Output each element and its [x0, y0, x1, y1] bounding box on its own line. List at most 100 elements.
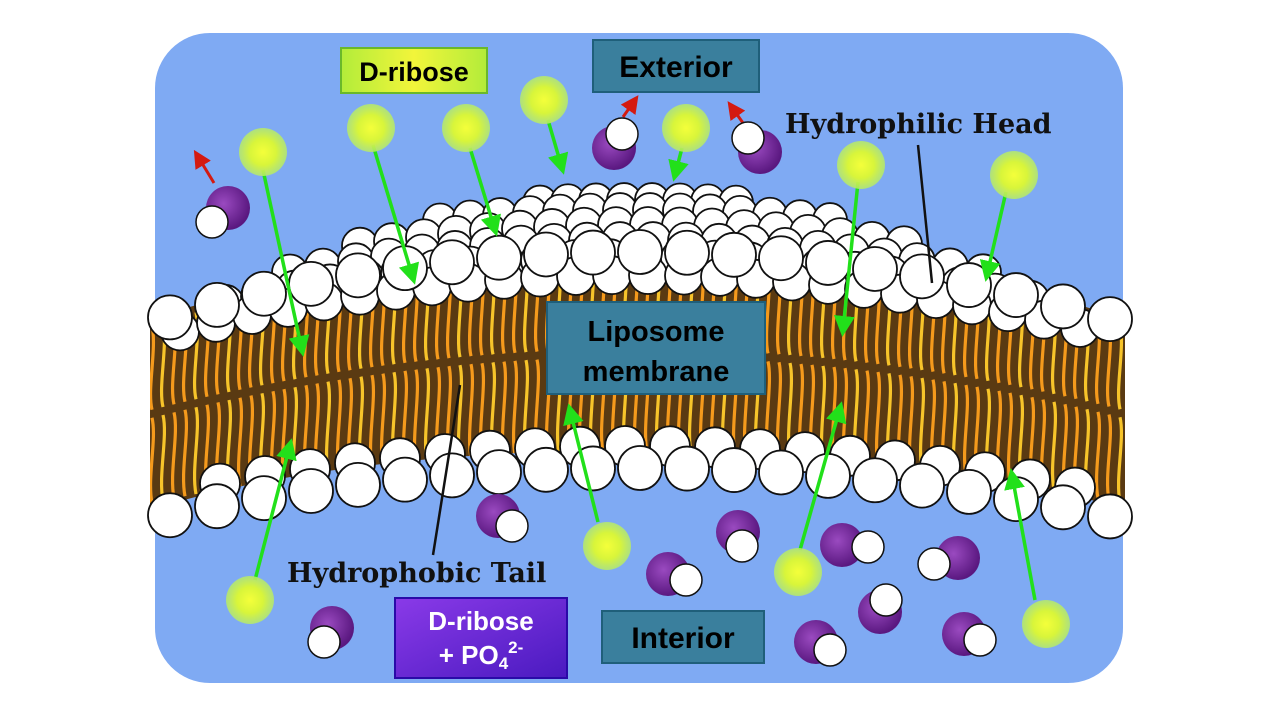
- lipid-head: [1087, 493, 1133, 540]
- lipid-head: [664, 445, 710, 492]
- liposome-label-line1: Liposome: [588, 316, 725, 348]
- green-arrow: [253, 438, 297, 581]
- ribose-sphere-white: [813, 633, 847, 667]
- lipid-head: [476, 234, 522, 281]
- lipid-head: [899, 253, 945, 300]
- green-arrow: [798, 401, 847, 551]
- lipid-head: [711, 447, 757, 493]
- tail-strand: [1094, 411, 1102, 499]
- green-arrow: [1004, 468, 1037, 601]
- ribose-sphere-white: [605, 117, 639, 151]
- tail-strand: [1116, 416, 1124, 503]
- green-arrow: [468, 147, 501, 237]
- hydrophilic-head-label: Hydrophilic Head: [785, 109, 1052, 140]
- lipid-head: [194, 281, 240, 328]
- green-arrow: [261, 169, 310, 357]
- tail-strand: [1050, 401, 1058, 490]
- tail-strand: [150, 417, 156, 504]
- ribose-sphere-white: [725, 529, 759, 563]
- lipid-head: [852, 246, 898, 292]
- d-ribose-sphere: [774, 548, 822, 596]
- lipid-head: [946, 468, 992, 515]
- label-interior: Interior: [601, 610, 765, 664]
- lipid-head: [852, 457, 898, 504]
- d-ribose-sphere: [347, 104, 395, 152]
- hydrophobic-tail-label: Hydrophobic Tail: [287, 558, 546, 589]
- lipid-head: [758, 235, 804, 282]
- d-ribose-sphere: [442, 104, 490, 152]
- tail-strand: [1105, 414, 1113, 501]
- d-ribose-sphere: [239, 128, 287, 176]
- d-ribose-sphere: [1022, 600, 1070, 648]
- liposome-label-line2: membrane: [583, 356, 730, 388]
- d-ribose-label: D-ribose: [359, 57, 469, 87]
- lipid-head: [899, 462, 945, 509]
- lipid-head: [147, 492, 193, 539]
- exterior-label: Exterior: [619, 51, 733, 84]
- green-arrow: [371, 144, 420, 285]
- green-arrow: [979, 191, 1008, 282]
- ribose-sphere-white: [307, 625, 341, 659]
- lipid-head: [946, 262, 992, 308]
- lipid-head: [570, 229, 616, 276]
- ribose-sphere-white: [869, 583, 903, 617]
- lipid-head: [288, 260, 334, 307]
- red-arrow: [727, 101, 746, 124]
- green-arrow: [546, 119, 569, 175]
- lipid-head: [993, 272, 1039, 318]
- ribose-sphere-white: [731, 121, 765, 155]
- label-d-ribose-phosphate: D-ribose + PO42-: [394, 597, 568, 679]
- lipid-head: [523, 231, 569, 278]
- lipid-head: [758, 449, 804, 496]
- lipid-head: [570, 445, 616, 492]
- phosphate-arrows: [193, 95, 746, 184]
- label-d-ribose: D-ribose: [340, 47, 488, 94]
- hydrophilic-heads-inner: [147, 425, 1133, 540]
- tail-strand: [170, 411, 178, 499]
- lipid-head: [805, 453, 851, 499]
- ribose-sphere-white: [669, 563, 703, 597]
- label-liposome-membrane: Liposome membrane: [546, 301, 766, 395]
- hydrophobic-pointer: [431, 384, 462, 556]
- lipid-head: [476, 449, 522, 496]
- lipid-head: [429, 239, 475, 286]
- lipid-head: [382, 456, 428, 503]
- lipid-head: [429, 452, 475, 499]
- d-ribose-phosphate-line2: + PO42-: [439, 638, 524, 673]
- lipid-head: [523, 446, 569, 493]
- d-ribose-sphere: [990, 151, 1038, 199]
- lipid-head: [1040, 484, 1086, 531]
- lipid-head: [805, 240, 851, 286]
- hydrophilic-pointer: [916, 144, 934, 284]
- lipid-head: [288, 468, 334, 514]
- lipid-head: [711, 231, 757, 278]
- ribose-sphere-white: [963, 623, 997, 657]
- lipid-head: [241, 270, 287, 317]
- ribose-sphere-white: [195, 205, 229, 239]
- ribose-sphere-white: [851, 530, 885, 564]
- red-arrow: [620, 95, 639, 118]
- ribose-arrows: [253, 119, 1037, 601]
- lipid-head: [335, 461, 381, 508]
- d-ribose-sphere: [226, 576, 274, 624]
- interior-label: Interior: [631, 622, 735, 655]
- d-ribose-sphere: [662, 104, 710, 152]
- ribose-sphere-white: [917, 547, 951, 581]
- lipid-head: [664, 229, 710, 276]
- lipid-head: [194, 483, 240, 530]
- green-arrow: [668, 147, 689, 182]
- ribose-phosphate-molecules: [195, 117, 997, 667]
- tail-strand: [159, 414, 167, 501]
- red-arrow: [193, 149, 216, 184]
- d-ribose-sphere: [583, 522, 631, 570]
- lipid-head: [147, 294, 193, 341]
- lipid-head: [617, 229, 663, 275]
- green-arrow: [833, 181, 860, 337]
- tail-strand: [181, 409, 189, 497]
- ribose-sphere-white: [495, 509, 529, 543]
- d-ribose-phosphate-line1: D-ribose: [428, 606, 533, 636]
- lipid-head: [1040, 283, 1086, 330]
- phosphate-sphere: [820, 523, 864, 567]
- label-exterior: Exterior: [592, 39, 760, 93]
- pointer-lines: [431, 144, 934, 556]
